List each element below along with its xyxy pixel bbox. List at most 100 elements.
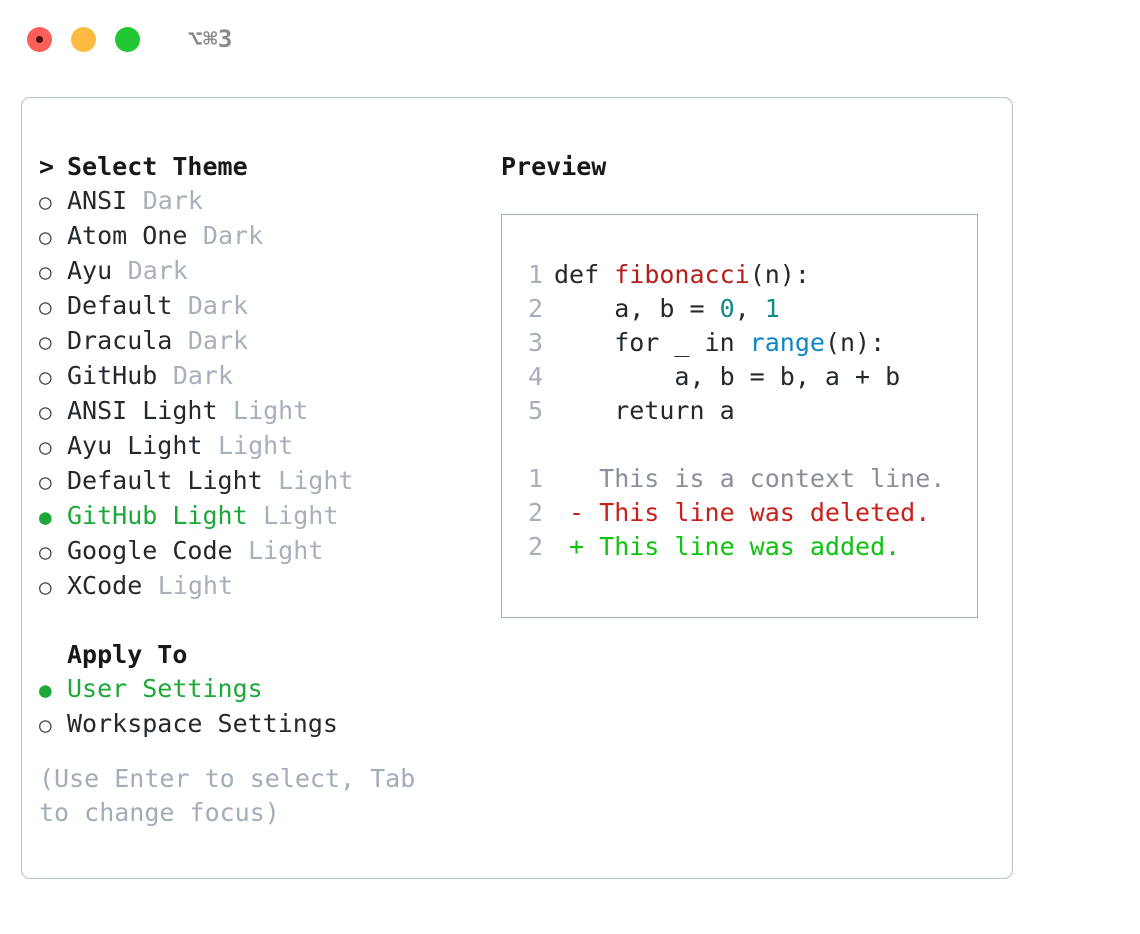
line-content: + This line was added. [554, 530, 900, 564]
option-badge: Dark [127, 256, 188, 285]
option-badge: Dark [172, 361, 234, 390]
option-label: Ayu Light [67, 431, 203, 460]
option-label: GitHub Light [67, 501, 248, 530]
token-fn: fibonacci [614, 260, 750, 289]
option-label: Dracula [67, 326, 173, 355]
token-plain: , [734, 294, 765, 323]
radio-unselected-icon: ○ [39, 435, 52, 459]
theme-option-ansi-light[interactable]: ○ ANSI Light Light [39, 394, 479, 429]
theme-option-default[interactable]: ○ Default Dark [39, 289, 479, 324]
radio-selected-icon: ● [39, 505, 52, 529]
apply-to-option-list: ●User Settings ○ Workspace Settings [39, 672, 479, 742]
option-label: User Settings [67, 674, 263, 703]
option-badge: Light [248, 536, 324, 565]
radio-unselected-icon: ○ [39, 225, 52, 249]
radio-unselected-icon: ○ [39, 295, 52, 319]
option-badge: Dark [202, 221, 264, 250]
title-bar: ⌥⌘3 [0, 0, 1140, 78]
option-badge: Light [157, 571, 234, 600]
token-plain: def [554, 260, 615, 289]
diff-block: 1 This is a context line.2 - This line w… [515, 462, 969, 564]
diff-row: 1 This is a context line. [515, 462, 969, 496]
apply-option-user-settings[interactable]: ●User Settings [39, 672, 479, 707]
token-plain: (n): [749, 260, 810, 289]
theme-list-heading-label: Select Theme [67, 152, 248, 181]
option-label: Workspace Settings [67, 709, 338, 738]
keyboard-hint: (Use Enter to select, Tab to change focu… [39, 764, 416, 827]
token-plain: (n): [824, 328, 886, 357]
radio-unselected-icon: ○ [39, 190, 52, 214]
radio-unselected-icon: ○ [39, 400, 52, 424]
theme-option-atom-one[interactable]: ○ Atom One Dark [39, 219, 479, 254]
diff-row: 2 + This line was added. [515, 530, 969, 564]
code-row: 5 return a [515, 394, 969, 428]
preview-heading: Preview [501, 152, 607, 181]
line-number: 3 [527, 328, 543, 357]
line-number: 4 [527, 362, 543, 391]
radio-unselected-icon: ○ [39, 713, 52, 737]
theme-option-github-light[interactable]: ● GitHub Light Light [39, 499, 479, 534]
option-badge: Dark [187, 291, 249, 320]
theme-option-ayu-light[interactable]: ○ Ayu Light Light [39, 429, 479, 464]
option-badge: Dark [142, 186, 203, 215]
apply-to-heading: >Apply To [39, 638, 479, 672]
line-content: for _ in range(n): [554, 326, 885, 360]
apply-to-heading-label: Apply To [67, 640, 188, 669]
token-plain: for _ in [554, 328, 750, 357]
window-title: ⌥⌘3 [188, 25, 233, 53]
window-controls [27, 26, 140, 52]
line-content: a, b = b, a + b [554, 360, 900, 394]
line-content: This is a context line. [554, 462, 945, 496]
radio-unselected-icon: ○ [39, 575, 52, 599]
code-row: 1 def fibonacci(n): [515, 258, 969, 292]
option-label: Default [67, 291, 173, 320]
option-badge: Light [233, 396, 309, 425]
token-del: - This line was deleted. [554, 498, 931, 527]
token-call: range [749, 328, 825, 357]
radio-unselected-icon: ○ [39, 470, 52, 494]
line-content: return a [554, 394, 735, 428]
token-num: 1 [764, 294, 780, 323]
diff-row: 2 - This line was deleted. [515, 496, 969, 530]
option-label: GitHub [67, 361, 158, 390]
code-row: 2 a, b = 0, 1 [515, 292, 969, 326]
maximize-button[interactable] [115, 26, 140, 52]
line-number: 1 [527, 464, 543, 493]
apply-to-section: >Apply To ●User Settings ○ Workspace Setti… [39, 638, 479, 742]
option-label: Atom One [67, 221, 188, 250]
caret-placeholder-icon: > [39, 638, 67, 672]
option-label: ANSI Light [67, 396, 218, 425]
option-label: Ayu [67, 256, 113, 285]
code-diff-spacer [515, 428, 969, 462]
token-plain: a, b = b, a + b [554, 362, 901, 391]
line-number: 5 [527, 396, 543, 425]
option-badge: Light [217, 431, 294, 460]
minimize-button[interactable] [71, 26, 96, 52]
radio-unselected-icon: ○ [39, 540, 52, 564]
apply-option-workspace-settings[interactable]: ○ Workspace Settings [39, 707, 479, 742]
token-num: 0 [719, 294, 735, 323]
line-content: def fibonacci(n): [554, 258, 810, 292]
theme-option-xcode[interactable]: ○ XCode Light [39, 569, 479, 604]
token-ctx: This is a context line. [554, 464, 946, 493]
token-plain: a, b = [554, 294, 720, 323]
line-content: a, b = 0, 1 [554, 292, 780, 326]
close-button[interactable] [27, 26, 52, 52]
option-badge: Light [263, 501, 339, 530]
token-plain: return a [554, 396, 735, 425]
option-label: XCode [67, 571, 143, 600]
line-number: 1 [527, 260, 543, 289]
